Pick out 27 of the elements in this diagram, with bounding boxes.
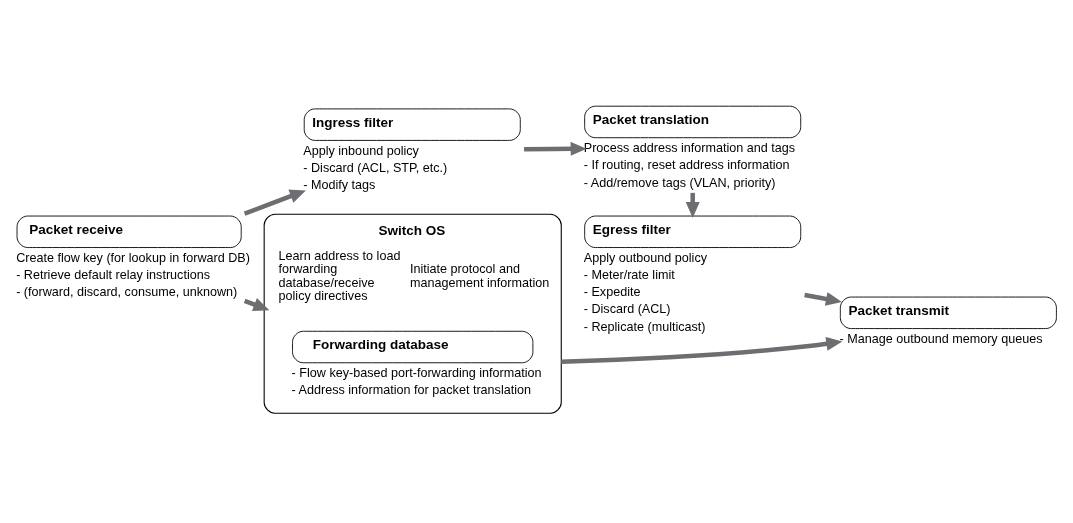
node-label: - Manage outbound memory queues	[839, 332, 1043, 347]
node-label: - Retrieve default relay instructions	[16, 268, 211, 283]
node-label: Apply outbound policy	[583, 251, 707, 266]
node-box: Egress filter	[584, 215, 802, 248]
arrow	[524, 141, 587, 156]
arrow	[561, 336, 843, 364]
node-label: - Flow key-based port-forwarding information	[291, 366, 542, 381]
node-label: - (forward, discard, consume, unknown)	[16, 285, 238, 300]
node-label: - If routing, reset address information	[583, 158, 790, 173]
node-label: - Replicate (multicast)	[583, 319, 706, 334]
node-label: - Expedite	[583, 285, 641, 300]
node-box: Packet receive	[16, 215, 242, 248]
node-label: - Address information for packet translation	[291, 383, 532, 398]
node-box: Packet translation	[584, 105, 802, 139]
node-label: - Discard (ACL, STP, etc.)	[303, 161, 448, 176]
node-label: - Add/remove tags (VLAN, priority)	[583, 175, 776, 190]
node-box: Packet transmit	[839, 296, 1057, 329]
node-box: Ingress filter	[303, 108, 521, 141]
node-label: Create flow key (for lookup in forward DB)	[16, 251, 250, 266]
node-label: - Discard (ACL)	[583, 302, 671, 317]
arrow	[243, 189, 306, 216]
node-box: Forwarding database	[292, 330, 534, 364]
node-label: Apply inbound policy	[303, 144, 419, 158]
node-label: - Modify tags	[303, 178, 376, 193]
arrow	[804, 292, 842, 306]
node-label: Process address information and tags	[583, 141, 796, 156]
node-label: - Meter/rate limit	[583, 268, 675, 283]
